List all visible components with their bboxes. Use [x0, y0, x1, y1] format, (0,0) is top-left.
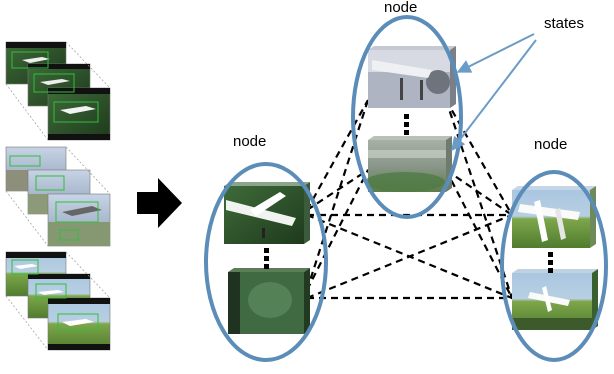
- node-label-right: node: [534, 136, 568, 153]
- node-right-states: [512, 186, 598, 330]
- state-frame: [365, 136, 452, 192]
- states-label: states: [544, 15, 585, 32]
- graph-edges: [305, 99, 514, 300]
- video-stack-2: [5, 146, 111, 247]
- node-label-top: node: [384, 0, 418, 16]
- state-frame: [224, 182, 310, 244]
- node-label-left: node: [233, 133, 267, 150]
- video-stack-3: [5, 251, 111, 351]
- node-top-states: [365, 46, 456, 192]
- states-callout-arrows: [451, 33, 537, 152]
- node-top-ellipse: [351, 15, 463, 219]
- node-right-ellipse: [500, 170, 608, 362]
- node-left-ellipse: [204, 162, 328, 362]
- state-frame: [228, 268, 310, 334]
- right-arrow-icon: [137, 178, 182, 228]
- video-stack-1: [5, 41, 111, 141]
- state-ellipsis: [548, 252, 553, 273]
- state-frame: [512, 186, 596, 248]
- state-ellipsis: [264, 248, 269, 269]
- node-left-states: [224, 182, 310, 334]
- state-frame: [512, 269, 598, 330]
- state-frame: [368, 46, 456, 108]
- state-ellipsis: [404, 114, 409, 135]
